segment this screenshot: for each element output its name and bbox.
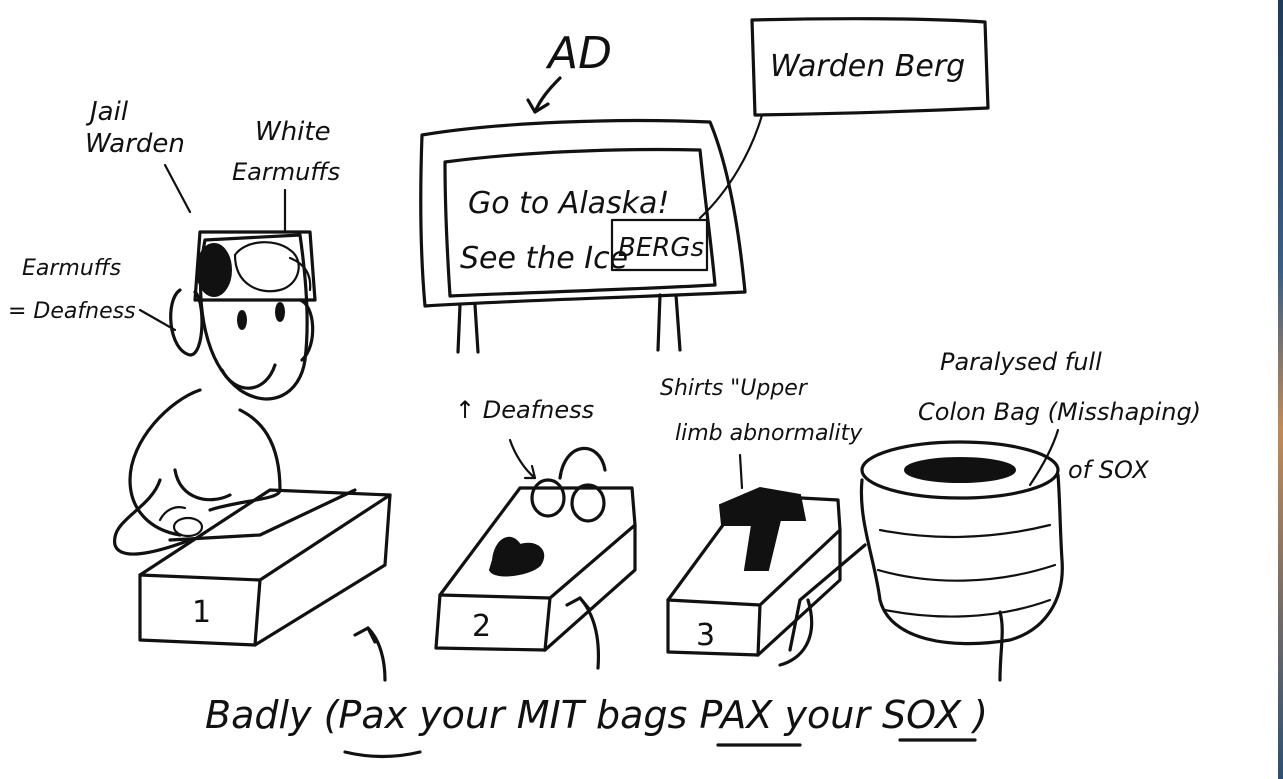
earmuffs-label: Earmuffs <box>232 158 340 186</box>
left-earmuff-icon <box>196 243 232 297</box>
billboard-line-2: See the Ice <box>460 241 628 276</box>
warden-berg-label: Warden Berg <box>770 49 965 84</box>
colon-bag-label: Colon Bag (Misshaping) <box>918 398 1201 426</box>
paralysed-label: Paralysed full <box>940 348 1102 376</box>
box-2: 2 <box>434 446 637 652</box>
shirts-label: Shirts "Upper <box>660 376 809 401</box>
billboard-line-1: Go to Alaska! <box>468 186 669 221</box>
warden-berg-box <box>750 17 990 117</box>
warden-label: Warden <box>85 129 185 159</box>
box-1-label: 1 <box>192 595 211 630</box>
deafness-up-label: ↑ Deafness <box>455 396 594 424</box>
bottom-caption: Badly (Pax your MIT bags PAX your SOX ) <box>205 693 988 737</box>
warden-figure <box>113 230 317 556</box>
window-edge <box>1278 0 1283 779</box>
box-3-label: 3 <box>696 618 715 653</box>
bergs-box <box>610 218 709 272</box>
of-sox-label: of SOX <box>1068 456 1149 484</box>
boot-icon <box>488 536 545 577</box>
box-3: 3 <box>666 486 842 657</box>
shirt-icon <box>718 486 807 571</box>
earmuffs-note: Earmuffs <box>22 256 121 281</box>
ad-label: AD <box>545 28 612 79</box>
box-2-label: 2 <box>472 609 491 644</box>
jail-label: Jail <box>85 97 129 127</box>
deafness-note: = Deafness <box>8 299 136 324</box>
ear-left-icon <box>530 478 566 518</box>
bergs-text: BERGs <box>618 233 704 263</box>
ear-right-icon <box>570 483 606 523</box>
white-earmuff-icon <box>233 241 300 293</box>
white-label: White <box>255 117 331 147</box>
billboard: Go to Alaska! See the Ice BERGs <box>419 118 747 354</box>
limb-label: limb abnormality <box>675 421 863 446</box>
sox-bag <box>788 440 1064 652</box>
box-1: 1 <box>138 488 392 647</box>
